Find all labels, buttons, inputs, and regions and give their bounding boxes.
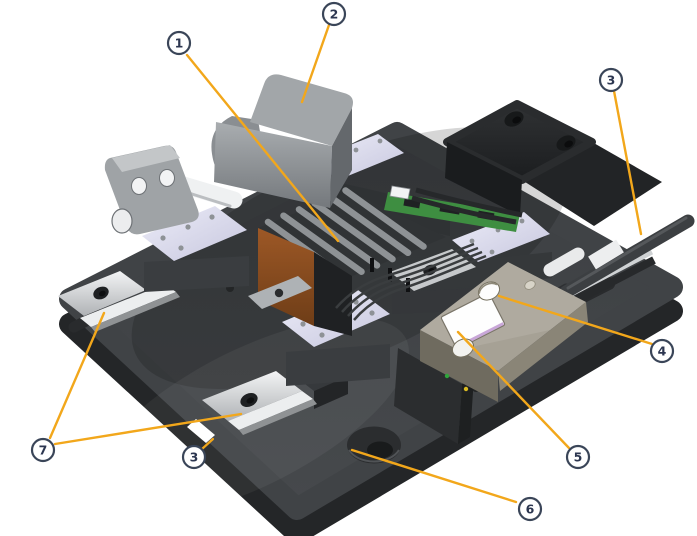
callout-3-bottom: 3 xyxy=(181,444,207,470)
leader-line-1 xyxy=(185,53,340,243)
callout-5: 5 xyxy=(565,444,591,470)
piezo-actuator-stack xyxy=(248,187,487,336)
callout-3-top-label: 3 xyxy=(607,73,616,88)
callout-5-label: 5 xyxy=(574,450,583,465)
callout-5-badge xyxy=(565,444,591,470)
rod-white-band xyxy=(588,239,624,270)
callout-7-label: 7 xyxy=(39,443,48,458)
motor-block xyxy=(211,74,353,208)
bracket-under-box xyxy=(394,348,474,444)
callout-3-bottom-badge xyxy=(181,444,207,470)
callout-1-badge xyxy=(166,30,192,56)
callout-3-bottom-label: 3 xyxy=(190,450,199,465)
callout-3-top-badge xyxy=(598,67,624,93)
clevis-block xyxy=(104,145,199,235)
leader-lines xyxy=(48,23,654,504)
callout-7: 7 xyxy=(30,437,56,463)
guide-rail-left xyxy=(58,271,180,332)
bracket-left-face xyxy=(420,330,498,402)
callout-7-badge xyxy=(30,437,56,463)
pcb-strip xyxy=(384,185,523,232)
pcb-connector xyxy=(389,185,411,200)
leader-line-5 xyxy=(456,330,571,450)
sensor-bracket xyxy=(420,262,588,402)
white-cylinder xyxy=(543,247,585,277)
plate-edge-notch xyxy=(187,419,215,443)
leader-line-2 xyxy=(300,23,331,104)
counterbore-hole xyxy=(347,426,401,464)
callout-2-badge xyxy=(321,1,347,27)
led-yellow xyxy=(463,386,469,392)
leader-line-7a xyxy=(48,311,106,440)
callout-4: 4 xyxy=(649,338,675,364)
box-counterbore-hole xyxy=(504,111,524,127)
callout-6-label: 6 xyxy=(526,502,535,517)
clevis-holes xyxy=(111,169,175,234)
callout-6: 6 xyxy=(517,496,543,522)
bracket-hole-small xyxy=(524,280,536,290)
stack-dark-face xyxy=(314,252,352,336)
callout-2-label: 2 xyxy=(330,7,339,22)
callout-3-top: 3 xyxy=(598,67,624,93)
callout-4-badge xyxy=(649,338,675,364)
motor-top-face xyxy=(250,74,353,146)
leader-line-3b xyxy=(200,437,215,451)
leader-line-3a xyxy=(612,89,643,236)
leader-line-4 xyxy=(497,294,654,346)
carriage-back-left xyxy=(142,206,249,292)
clamp-block xyxy=(248,276,312,309)
callout-4-label: 4 xyxy=(658,344,667,359)
rail-mount-hole xyxy=(93,286,109,300)
rail-mount-hole xyxy=(240,392,258,408)
callout-2: 2 xyxy=(321,1,347,27)
ribbon-cables xyxy=(411,187,523,225)
box-counterbore-hole xyxy=(556,135,576,151)
callout-1: 1 xyxy=(166,30,192,56)
bracket-right-face xyxy=(498,302,588,391)
bracket-hole-top xyxy=(477,281,501,301)
motor-right-face xyxy=(330,108,352,208)
callouts: 1 2 3 3 4 5 6 7 xyxy=(30,1,675,522)
led-green xyxy=(444,373,450,379)
stack-wires xyxy=(335,242,487,321)
leader-line-6 xyxy=(350,448,518,504)
callout-1-label: 1 xyxy=(175,36,184,51)
leader-line-7b xyxy=(53,412,243,446)
callout-6-badge xyxy=(517,496,543,522)
black-rod xyxy=(559,214,695,299)
motor-front-face xyxy=(214,122,332,208)
